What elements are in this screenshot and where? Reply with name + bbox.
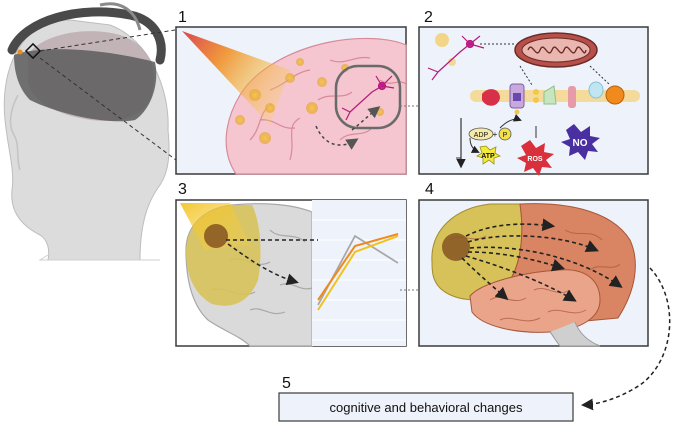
ros-starburst	[517, 140, 554, 176]
channel-protein	[568, 86, 576, 108]
complex-i	[482, 89, 500, 106]
light-beam	[182, 31, 290, 125]
atp-synthase	[605, 85, 625, 105]
leader-line-bottom	[39, 57, 177, 161]
emitter-marker	[24, 42, 42, 60]
panel-3: 3	[175, 181, 407, 347]
arrow-3b	[227, 243, 299, 286]
panel-4: 4	[418, 181, 649, 347]
outcome-box	[278, 392, 574, 422]
neuron-icon-2	[427, 35, 485, 81]
graph-line-yellow	[317, 235, 399, 311]
graph-line-orange	[317, 233, 399, 301]
adp-molecule	[468, 127, 494, 141]
panel-2: ADP + P ATP ROS NO 2	[418, 9, 649, 176]
adp-label: ADP	[474, 132, 489, 139]
panel-number-2: 2	[424, 9, 433, 26]
leader-line-top	[39, 29, 176, 52]
graph-area	[312, 200, 406, 346]
svg-text:+: +	[493, 130, 498, 139]
target-spot-3	[204, 224, 228, 248]
complex-iii	[543, 85, 557, 105]
atp-label: ATP	[481, 153, 495, 160]
panel-number-1: 1	[178, 9, 187, 26]
panel-1: 1	[175, 9, 407, 175]
no-starburst	[561, 124, 600, 160]
arrow-to-outcome	[581, 267, 671, 411]
complex-v	[588, 81, 604, 99]
panel-number-5: 5	[282, 375, 291, 392]
cerebellum	[549, 321, 601, 347]
p-label: P	[503, 132, 508, 139]
arrow-down	[315, 125, 359, 150]
neuron-capsule	[334, 64, 402, 130]
head-illustration	[3, 2, 170, 261]
panel-number-4: 4	[425, 181, 434, 198]
panel-5: 5 cognitive and behavioral changes	[278, 375, 574, 422]
activation-spots	[235, 58, 384, 144]
mitochondrion-icon	[514, 32, 598, 68]
arrow-up	[351, 106, 381, 131]
panel-number-3: 3	[178, 181, 187, 198]
target-spot-4	[442, 233, 470, 261]
phosphate-molecule	[498, 127, 512, 141]
atp-starburst	[476, 145, 501, 165]
neuron-icon	[341, 75, 395, 121]
outcome-label: cognitive and behavioral changes	[330, 400, 523, 415]
ros-label: ROS	[527, 156, 543, 163]
network-arrows	[461, 218, 623, 302]
no-label: NO	[573, 138, 588, 149]
